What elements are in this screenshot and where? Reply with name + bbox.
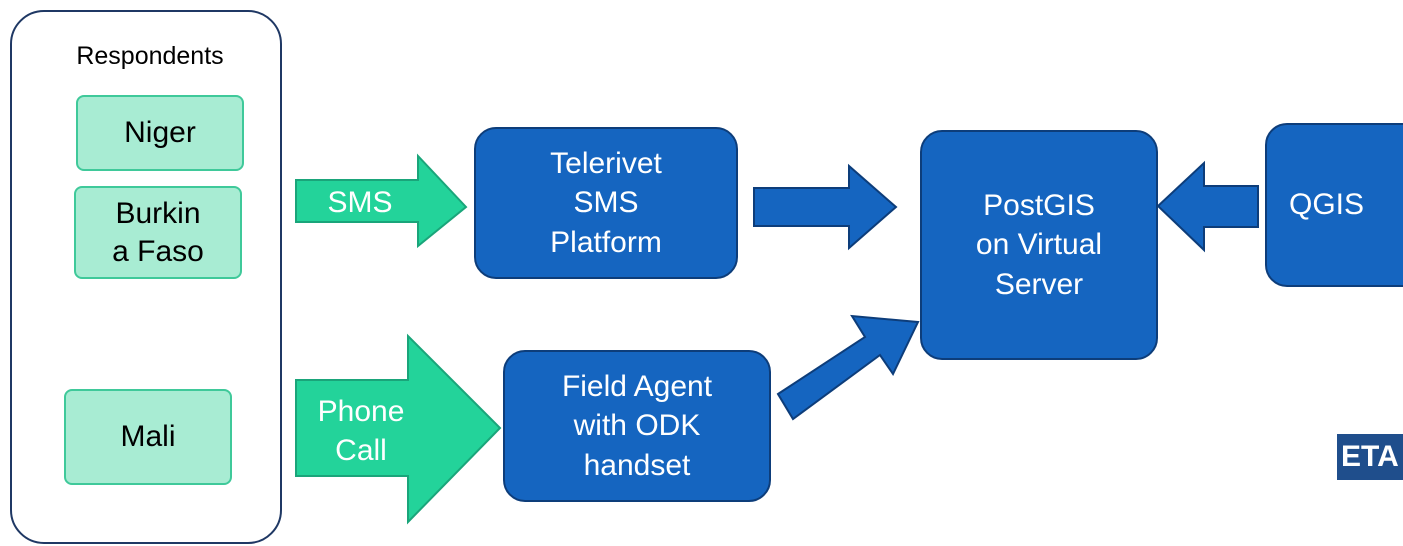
eta-logo: ETA <box>1337 434 1403 480</box>
field-agent-node-label: Field Agent with ODK handset <box>561 369 713 482</box>
telerivet-sms-platform-node: Telerivet SMS Platform <box>474 127 738 279</box>
sms-arrow-label: SMS <box>327 185 393 219</box>
qgis-to-postgis-arrow <box>1156 160 1259 253</box>
telerivet-node-label: Telerivet SMS Platform <box>550 146 662 259</box>
eta-logo-text: ETA <box>1341 440 1399 473</box>
country-niger-label: Niger <box>124 116 196 150</box>
country-niger: Niger <box>76 95 244 171</box>
telerivet-to-postgis-arrow <box>753 163 898 251</box>
country-mali-label: Mali <box>120 420 176 454</box>
country-burkina-faso: Burkin a Faso <box>74 186 242 279</box>
country-burkina-faso-label: Burkin a Faso <box>112 197 204 268</box>
respondents-title: Respondents <box>76 42 224 70</box>
qgis-node: QGIS <box>1265 123 1403 287</box>
postgis-node-label: PostGIS on Virtual Server <box>975 188 1103 301</box>
country-mali: Mali <box>64 389 232 485</box>
phone-call-arrow <box>295 333 502 525</box>
sms-arrow <box>295 153 468 249</box>
field-agent-node: Field Agent with ODK handset <box>503 350 771 502</box>
phone-call-arrow-label: Phone Call <box>317 395 405 467</box>
postgis-server-node: PostGIS on Virtual Server <box>920 130 1158 360</box>
qgis-node-label: QGIS <box>1289 188 1365 222</box>
field-agent-to-postgis-arrow <box>776 314 920 421</box>
